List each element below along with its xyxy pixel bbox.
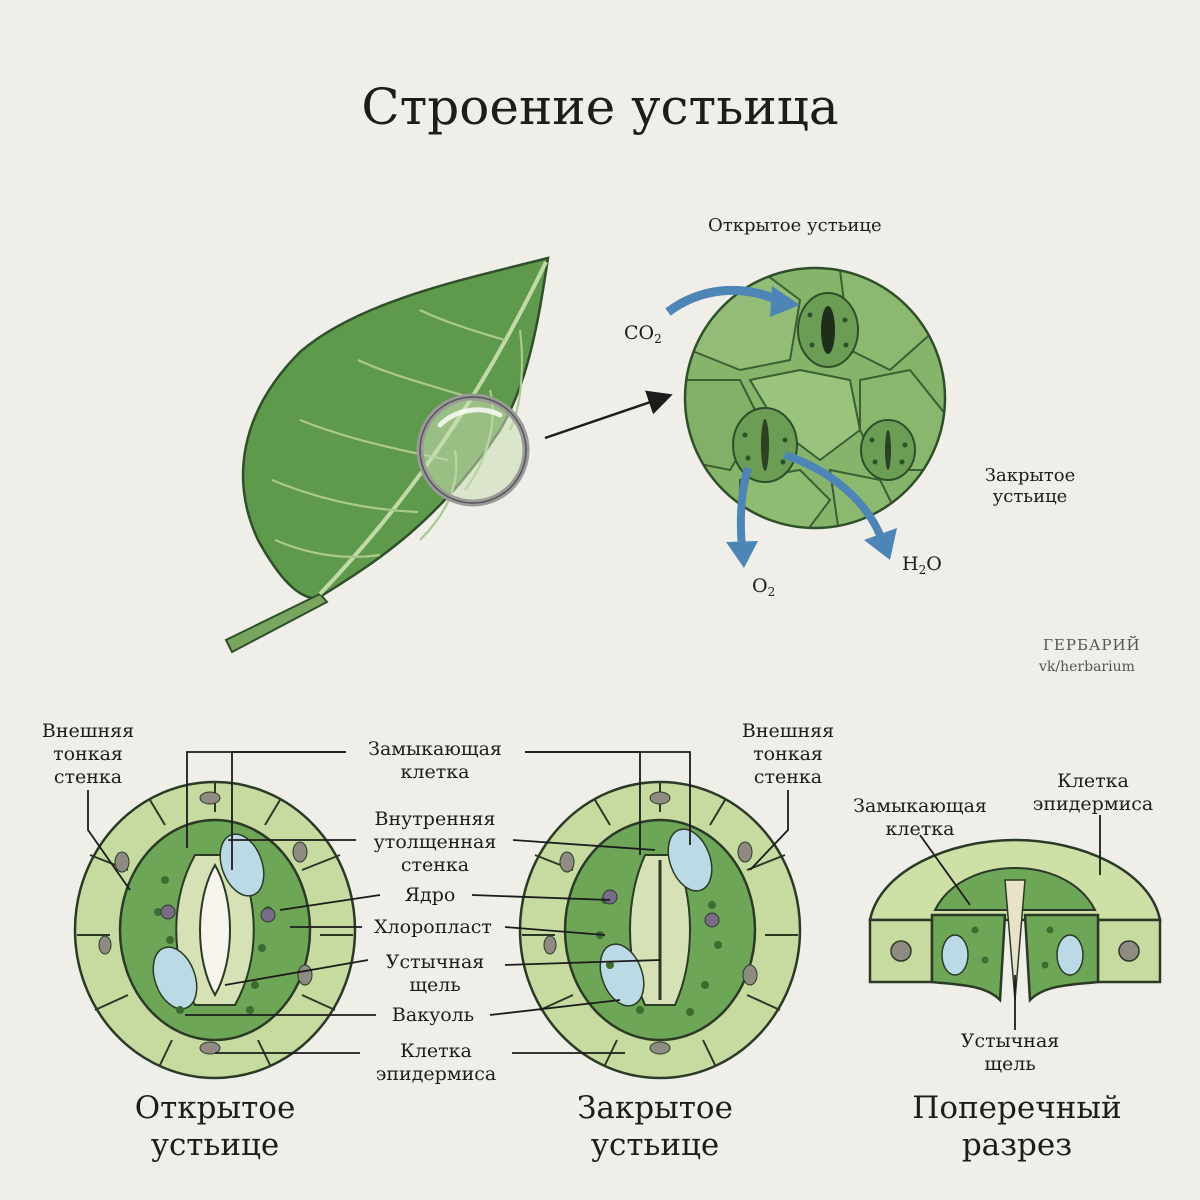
label-chloroplast: Хлоропласт <box>374 916 492 938</box>
open-stoma-label: Открытое устьице <box>708 215 882 236</box>
stoma-open <box>797 292 859 368</box>
h2o-label: H2O <box>902 553 942 577</box>
closed-stoma-label: Закрытое устьице <box>984 465 1076 507</box>
cross-section-illustration <box>868 838 1162 1003</box>
magnifier-lens <box>416 393 530 507</box>
magnified-epidermis <box>683 266 947 530</box>
page-title: Строение устьица <box>361 78 839 136</box>
label-nucleus: Ядро <box>404 884 456 906</box>
brand-url: vk/herbarium <box>1039 659 1135 675</box>
label-vacuole: Вакуоль <box>391 1004 475 1026</box>
closed-stoma-illustration <box>518 780 802 1080</box>
stoma-closed-2 <box>860 419 916 481</box>
co2-label: CO2 <box>624 322 662 346</box>
brand-name: ГЕРБАРИЙ <box>1043 636 1141 654</box>
o2-label: O2 <box>752 575 776 599</box>
o2-arrow <box>736 466 752 549</box>
open-stoma-illustration <box>73 780 357 1080</box>
h2o-arrow <box>783 451 884 537</box>
leader-lines <box>87 751 1101 1054</box>
stoma-closed-1 <box>732 407 798 483</box>
co2-arrow <box>665 285 780 316</box>
zoom-arrow <box>544 390 673 440</box>
